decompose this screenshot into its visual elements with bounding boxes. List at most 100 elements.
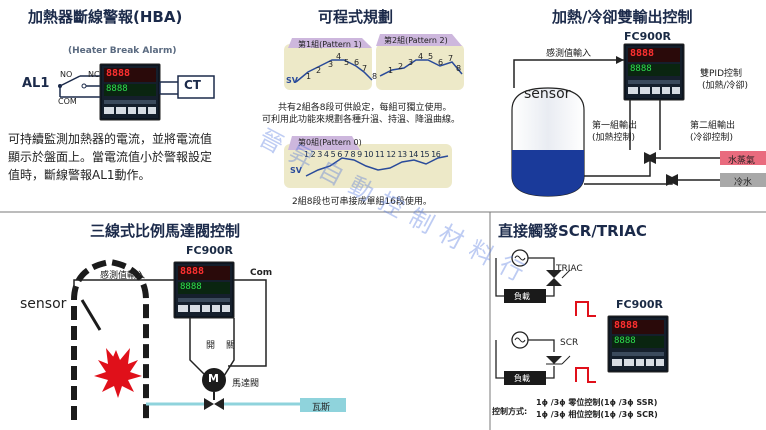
step-label: 3 xyxy=(328,60,334,69)
program-note2: 可利用此功能來規劃各種升溫、持溫、降溫曲線。 xyxy=(262,115,461,125)
step-label: 7 xyxy=(362,64,368,73)
heatcool-diagram xyxy=(511,43,766,197)
motor-com: Com xyxy=(250,268,273,278)
step-label: 3 xyxy=(317,150,322,159)
scr-diagram xyxy=(495,249,669,385)
pattern2-label: 第2組(Pattern 2) xyxy=(384,36,448,45)
program-title: 可程式規劃 xyxy=(318,8,394,26)
step-label: 4 xyxy=(323,150,329,159)
step-label: 6 xyxy=(438,58,444,67)
motor-m: M xyxy=(208,372,219,385)
step-label: 1 xyxy=(304,150,309,159)
water-label: 冷水 xyxy=(734,178,753,188)
step-label: 14 xyxy=(408,150,419,159)
hba-desc-line: 值時，斷線警報AL1動作。 xyxy=(8,168,151,182)
step-label: 15 xyxy=(419,150,430,159)
pattern1-label: 第1組(Pattern 1) xyxy=(298,40,362,49)
motor-close: 關 xyxy=(226,341,236,351)
heatcool-out2b: (冷卻控制) xyxy=(690,133,734,143)
scr-controller-sv: 8888 xyxy=(614,336,636,346)
step-label: 4 xyxy=(336,52,342,61)
heatcool-out2a: 第二組輸出 xyxy=(690,121,736,131)
step-label: 13 xyxy=(397,150,407,159)
hba-ct: CT xyxy=(184,78,201,92)
step-label: 6 xyxy=(354,58,360,67)
step-label: 8 xyxy=(456,64,462,73)
steam-bar xyxy=(720,151,766,165)
motor-model: FC900R xyxy=(186,244,234,257)
flame xyxy=(94,348,142,398)
heatcool-title: 加熱/冷卻雙輸出控制 xyxy=(552,8,693,26)
scr-method-label: 控制方式: xyxy=(492,407,528,416)
steam-label: 水蒸氣 xyxy=(728,156,756,166)
heatcool-pid2: (加熱/冷卻) xyxy=(702,81,749,91)
scr-method2: 1ϕ /3ϕ 相位控制(1ϕ /3ϕ SCR) xyxy=(536,410,658,419)
hba-com: COM xyxy=(58,97,77,106)
motor-input: 感測值輸入 xyxy=(100,271,146,281)
hba-title: 加熱器斷線警報(HBA) xyxy=(28,8,183,26)
hba-controller-sv: 8888 xyxy=(106,84,128,94)
scr-model: FC900R xyxy=(616,298,664,311)
scr-pulse xyxy=(575,367,596,383)
pattern1-sv: SV xyxy=(286,76,298,85)
scr-load-label: 負載 xyxy=(514,374,530,383)
step-label: 10 xyxy=(363,150,374,159)
heatcool-pid1: 雙PID控制 xyxy=(700,69,743,79)
step-label: 12 xyxy=(386,150,396,159)
heatcool-sensor: sensor xyxy=(524,86,571,102)
hba-al1: AL1 xyxy=(22,76,50,91)
program-note1: 共有2組各8段可供設定，每組可獨立使用。 xyxy=(278,103,452,113)
gas-label: 瓦斯 xyxy=(312,403,331,413)
hba-diagram xyxy=(58,63,215,121)
motor-title: 三線式比例馬達閥控制 xyxy=(90,222,241,240)
motor-controller-pv: 8888 xyxy=(180,266,205,277)
heatcool-controller-pv: 8888 xyxy=(630,48,655,59)
step-label: 1 xyxy=(388,66,394,75)
hba-no: NO xyxy=(60,70,73,79)
motor xyxy=(202,368,226,392)
step-label: 16 xyxy=(431,150,441,159)
step-label: 2 xyxy=(316,66,322,75)
step-label: 3 xyxy=(408,58,414,67)
hba-desc-line: 顯示於盤面上。當電流值小於警報設定 xyxy=(8,150,213,164)
ct-box xyxy=(177,75,215,99)
triac-load-label: 負載 xyxy=(514,292,530,301)
hba-controller-pv: 8888 xyxy=(106,68,131,79)
step-label: 7 xyxy=(343,150,349,159)
step-label: 8 xyxy=(372,72,378,81)
scr-controller-pv: 8888 xyxy=(614,320,639,331)
step-label: 11 xyxy=(375,150,385,159)
step-label: 1 xyxy=(306,72,312,81)
pattern0-steps: 1 2 3 4 5 6 7 8 9 10 11 12 13 14 15 16 xyxy=(304,150,441,159)
triac-label: TRIAC xyxy=(556,264,583,274)
program-note3: 2組8段也可串接成單組16段使用。 xyxy=(292,197,432,207)
scr-load-box xyxy=(504,371,546,385)
step-label: 7 xyxy=(448,54,454,63)
step-label: 6 xyxy=(337,150,342,159)
triac-pulse xyxy=(575,301,596,317)
scr-method1: 1ϕ /3ϕ 零位控制(1ϕ /3ϕ SSR) xyxy=(536,398,658,407)
hba-description: 可持續監測加熱器的電流，並將電流值 顯示於盤面上。當電流值小於警報設定 值時，斷… xyxy=(8,130,212,184)
motor-diagram xyxy=(71,258,346,420)
step-label: 2 xyxy=(398,62,404,71)
hba-nc: NC xyxy=(88,70,100,79)
step-label: 5 xyxy=(330,150,336,159)
hba-desc-line: 可持續監測加熱器的電流，並將電流值 xyxy=(8,132,213,146)
tank-liquid xyxy=(512,150,584,196)
motor-controller-sv: 8888 xyxy=(180,282,202,292)
step-label: 5 xyxy=(428,52,434,61)
step-label: 2 xyxy=(310,150,316,159)
pattern0-label: 第0組(Pattern 0) xyxy=(298,138,362,147)
gas-bar xyxy=(300,398,346,412)
scr-label: SCR xyxy=(560,338,579,348)
pattern-diagrams xyxy=(284,34,464,188)
heatcool-model: FC900R xyxy=(624,30,672,43)
motor-open: 開 xyxy=(206,341,216,351)
heatcool-controller-sv: 8888 xyxy=(630,64,652,74)
motor-valve-label: 馬達閥 xyxy=(232,379,260,389)
heatcool-out1a: 第一組輸出 xyxy=(592,121,638,131)
heatcool-input: 感測值輸入 xyxy=(546,49,592,59)
step-label: 9 xyxy=(357,150,362,159)
water-bar xyxy=(720,173,766,187)
